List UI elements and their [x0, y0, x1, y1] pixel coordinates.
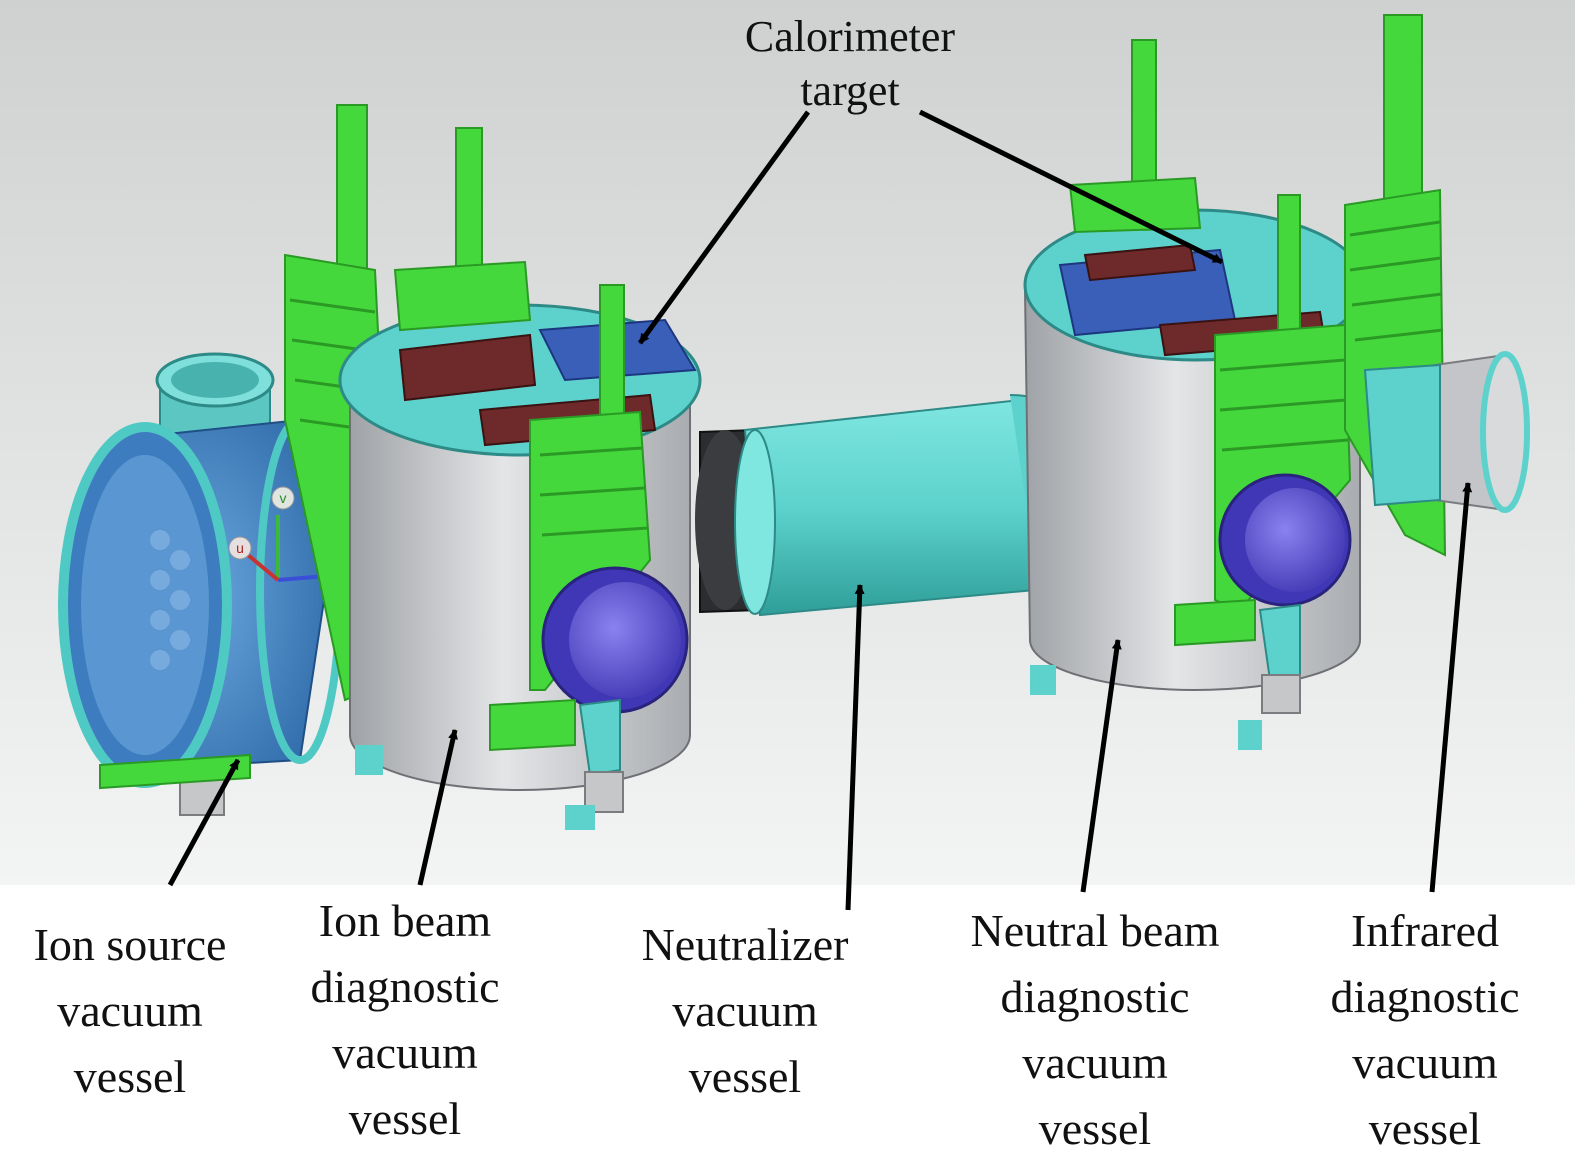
arrow-calorimeter-left — [637, 110, 811, 345]
infrared-diagnostic-vessel — [1344, 14, 1530, 557]
leader-arrows — [167, 109, 1473, 911]
arrow-calorimeter-right — [918, 109, 1224, 265]
label-infrared-diagnostic-vessel: Infrared diagnostic vacuum vessel — [1330, 905, 1520, 1154]
label-neutral-beam-diagnostic-vessel: Neutral beam diagnostic vacuum vessel — [970, 905, 1220, 1154]
ion-beam-diagnostic-vessel — [338, 127, 702, 830]
label-ion-beam-diagnostic-vessel: Ion beam diagnostic vacuum vessel — [310, 895, 500, 1144]
arrow-ion-beam — [417, 729, 458, 886]
axis-label-v: v — [280, 490, 287, 506]
arrow-infrared — [1429, 482, 1473, 893]
neutral-beam-diagnostic-vessel — [1023, 39, 1367, 750]
label-calorimeter-target: Calorimeter target — [744, 12, 956, 115]
label-neutralizer-vessel: Neutralizer vacuum vessel — [641, 919, 849, 1102]
ion-source-vessel: v u w — [58, 352, 378, 816]
arrow-neutralizer — [845, 584, 865, 911]
label-ion-source-vessel: Ion source vacuum vessel — [33, 919, 227, 1102]
arrow-ion-source — [167, 758, 241, 887]
axis-label-u: u — [236, 540, 244, 556]
arrow-neutral-beam — [1080, 639, 1122, 893]
